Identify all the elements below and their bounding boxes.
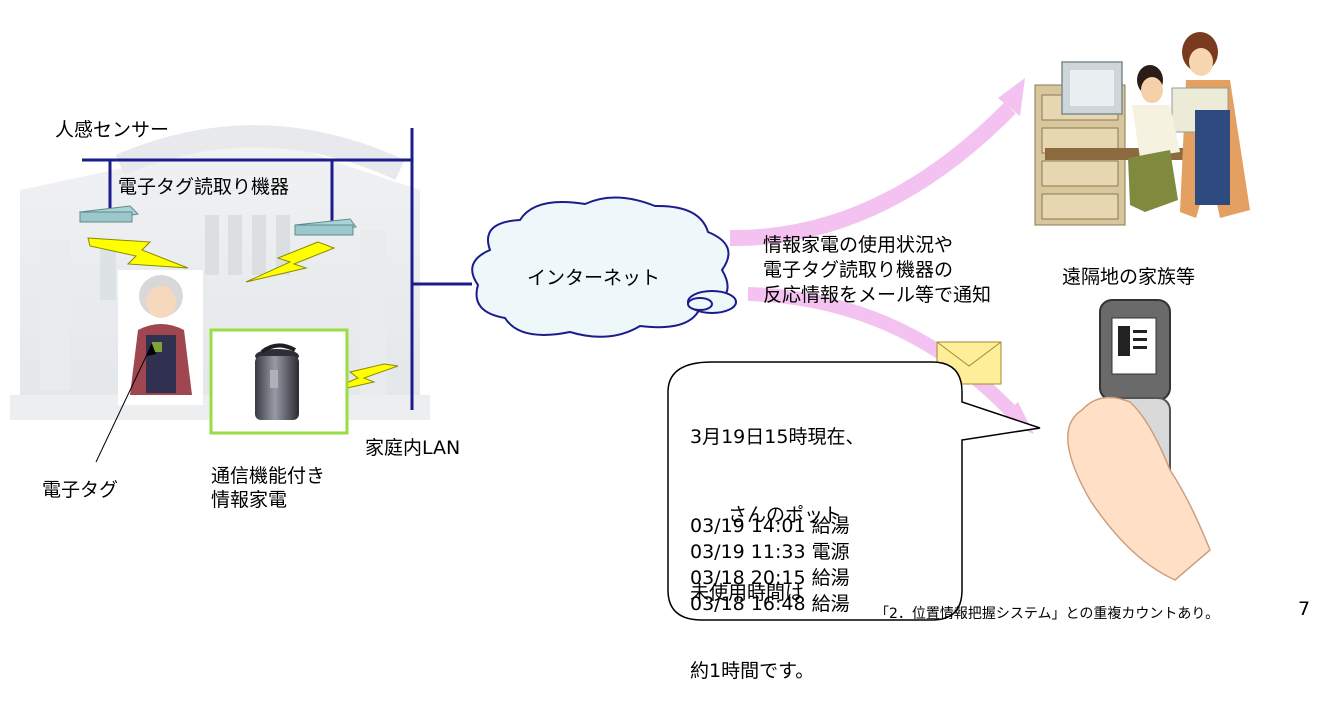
tag-reader-device-right: [294, 218, 357, 236]
internet-cloud: [471, 196, 737, 338]
tag-pointer-arrowhead: [147, 344, 156, 356]
motion-sensor-label: 人感センサー: [55, 119, 170, 141]
usage-log: 03/19 14:01 給湯 03/19 11:33 電源 03/18 20:1…: [690, 513, 850, 617]
diagram-svg: [10, 32, 1250, 621]
remote-family-illustration: [1034, 32, 1250, 226]
usage-log-entry: 03/19 11:33 電源: [690, 541, 850, 563]
appliance-label-line2: 情報家電: [211, 489, 288, 511]
tag-reader-device-left: [79, 205, 140, 223]
message-line-3: 未使用時間は: [690, 582, 805, 604]
thermos-pot-illustration: [255, 343, 299, 420]
electronic-tag-label: 電子タグ: [42, 479, 119, 501]
notify-label-line3: 反応情報をメール等で通知: [763, 284, 992, 306]
usage-log-entry: 03/18 16:48 給湯: [690, 593, 850, 615]
elderly-person-illustration: [118, 270, 203, 405]
internet-label: インターネット: [527, 267, 661, 289]
diagram-canvas: 人感センサー 電子タグ読取り機器 インターネット 家庭内LAN 電子タグ 通信機…: [10, 32, 1311, 682]
mobile-phone-in-hand: [1067, 299, 1211, 581]
lightning-icon-left: [87, 237, 189, 269]
notify-label-line2: 電子タグ読取り機器の: [763, 259, 954, 281]
home-network-lines: [82, 128, 472, 410]
message-line-1: 3月19日15時現在、: [690, 426, 865, 448]
appliance-label-line1: 通信機能付き: [211, 465, 326, 487]
remote-family-label: 遠隔地の家族等: [1062, 266, 1196, 288]
home-lan-label: 家庭内LAN: [365, 437, 461, 459]
message-line-2: さんのポット: [690, 504, 843, 526]
footnote: 「2．位置情報把握システム」との重複カウントあり。: [875, 606, 1220, 622]
tag-pointer-line: [95, 343, 153, 463]
usage-log-entry: 03/19 14:01 給湯: [690, 515, 850, 537]
page-number: 7: [1298, 598, 1311, 620]
message-line-4: 約1時間です。: [690, 660, 815, 682]
lightning-icon-right: [245, 241, 336, 283]
usage-log-entry: 03/18 20:15 給湯: [690, 567, 850, 589]
notify-arrow-to-family: [729, 78, 1025, 247]
notification-speech-bubble: [667, 361, 1041, 621]
tag-reader-label: 電子タグ読取り機器: [118, 176, 290, 198]
notify-label-line1: 情報家電の使用状況や: [763, 234, 954, 256]
